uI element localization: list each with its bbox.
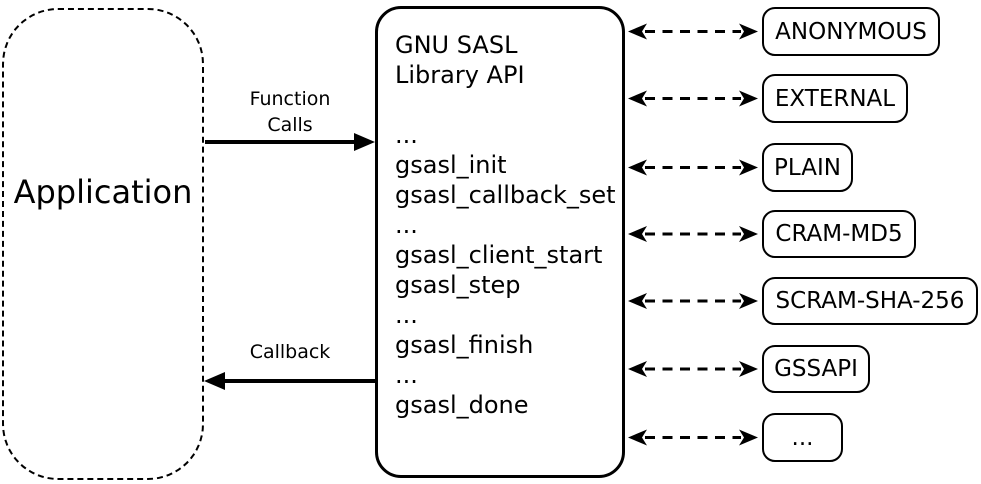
mechanism-label: PLAIN [774,154,841,181]
library-box: GNU SASL Library API ... gsasl_init gsas… [375,6,625,478]
mechanism-box-external: EXTERNAL [762,74,908,123]
callback-label: Callback [249,341,331,363]
mechanism-box-cram-md5: CRAM-MD5 [762,210,916,258]
mechanism-box-scram-sha-256: SCRAM-SHA-256 [762,277,978,325]
mechanism-label: EXTERNAL [774,85,896,112]
mechanism-box-more: ... [762,413,843,462]
application-label: Application [13,173,193,211]
mechanism-box-anonymous: ANONYMOUS [762,7,940,56]
mechanism-box-plain: PLAIN [762,143,853,192]
mechanism-label: SCRAM-SHA-256 [775,288,965,314]
mechanism-label: GSSAPI [774,356,858,382]
mechanism-box-gssapi: GSSAPI [762,345,870,393]
mechanism-label: ANONYMOUS [775,18,927,45]
callback-arrow [204,372,375,390]
mechanism-label: ... [791,424,814,451]
library-api-text: GNU SASL Library API ... gsasl_init gsas… [395,31,616,419]
application-box: Application [2,8,204,480]
dashed-arrow-gssapi [628,361,758,377]
function-calls-label: Function Calls [249,88,331,136]
dashed-arrow-more [628,429,758,446]
mechanism-label: CRAM-MD5 [775,221,903,247]
dashed-arrow-cram-md5 [628,226,758,242]
dashed-arrow-plain [628,159,758,176]
function-calls-arrow [205,133,375,151]
dashed-arrow-external [628,90,758,107]
dashed-arrow-anonymous [628,23,758,40]
dashed-arrow-scram-sha-256 [628,293,758,309]
